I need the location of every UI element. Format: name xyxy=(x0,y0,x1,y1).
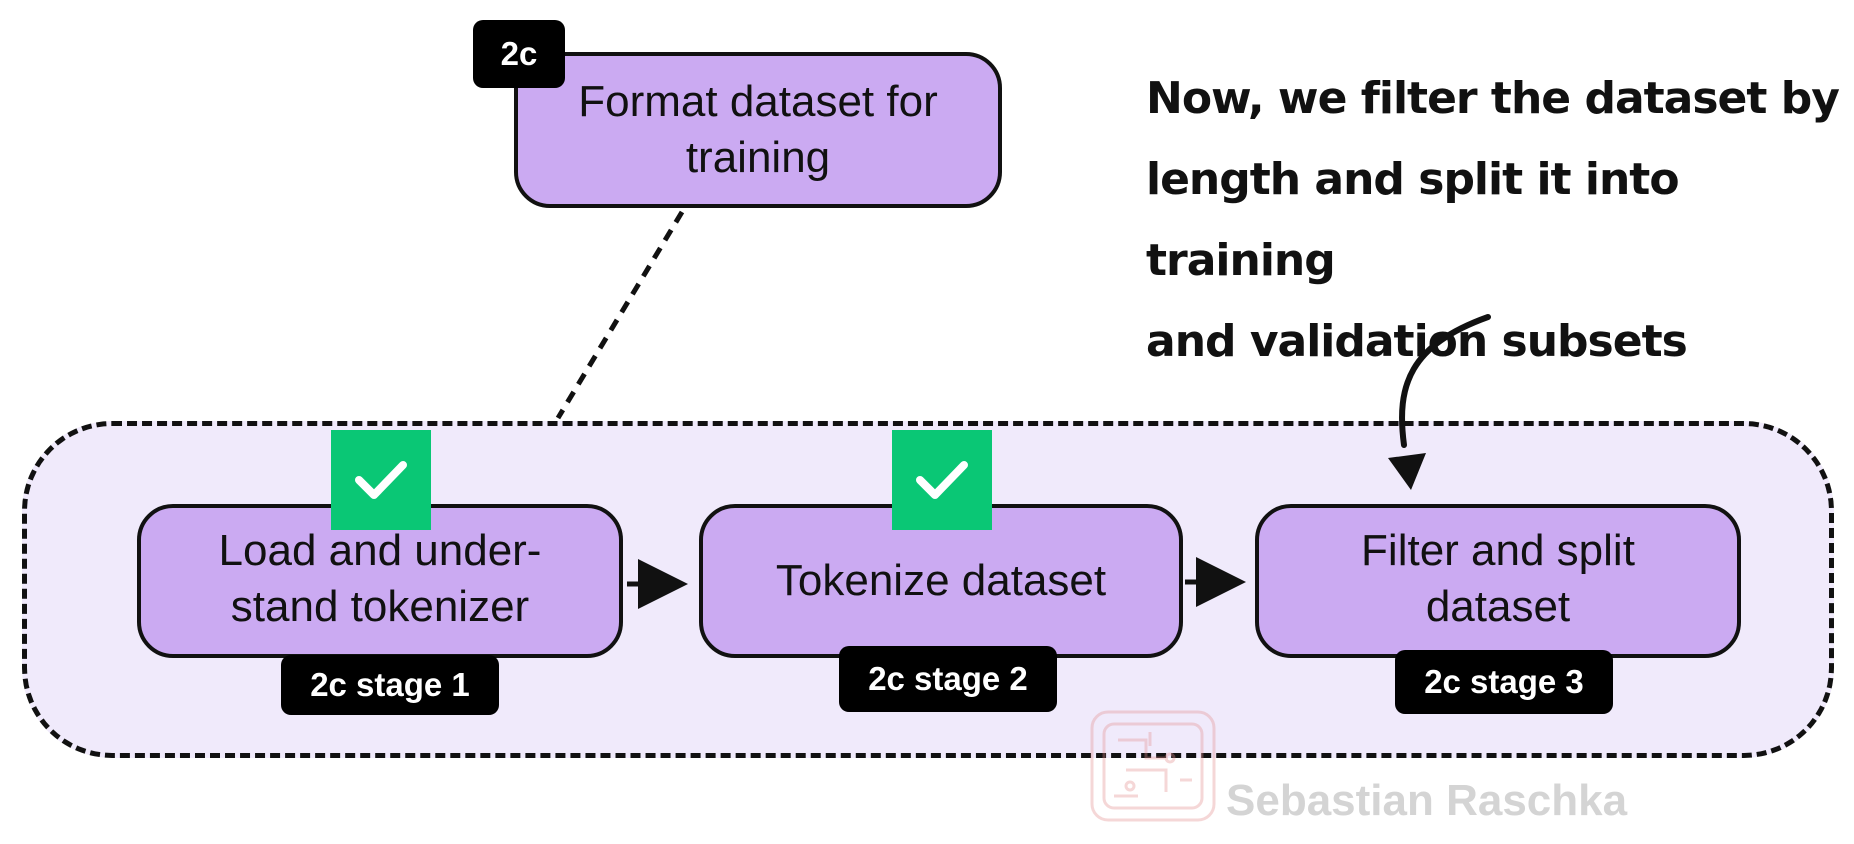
checkmark-icon xyxy=(916,461,968,499)
format-dataset-label-line2: training xyxy=(685,133,831,182)
stage1-label-line1: Load and under- xyxy=(218,526,542,575)
top-step-tag: 2c xyxy=(473,20,565,88)
stage2-check-badge xyxy=(892,430,992,530)
annotation-line1: Now, we filter the dataset by xyxy=(1146,73,1840,124)
annotation-arrow-head xyxy=(1388,453,1426,490)
stage3-label-line2: dataset xyxy=(1425,582,1571,631)
stage2-label: Tokenize dataset xyxy=(775,556,1107,605)
stage3-tag: 2c stage 3 xyxy=(1395,650,1613,714)
watermark-text: Sebastian Raschka xyxy=(1226,776,1628,825)
stage3-label-line1: Filter and split xyxy=(1361,526,1635,575)
format-dataset-box: Format dataset for training xyxy=(514,52,1002,208)
circuit-board-logo xyxy=(1090,710,1216,822)
stage2-tag: 2c stage 2 xyxy=(839,646,1057,712)
stage3-box: Filter and split dataset xyxy=(1255,504,1741,658)
dotted-connector xyxy=(555,210,685,420)
format-dataset-label-line1: Format dataset for xyxy=(578,77,938,126)
stage1-label-line2: stand tokenizer xyxy=(230,582,530,631)
checkmark-icon xyxy=(355,461,407,499)
stage1-tag: 2c stage 1 xyxy=(281,655,499,715)
annotation-line3: and validation subsets xyxy=(1146,316,1688,367)
stage1-check-badge xyxy=(331,430,431,530)
stage1-box: Load and under- stand tokenizer xyxy=(137,504,623,658)
annotation-text: Now, we filter the dataset by length and… xyxy=(1146,58,1846,382)
annotation-curved-arrow xyxy=(1399,314,1491,448)
annotation-line2: length and split it into training xyxy=(1146,154,1680,286)
